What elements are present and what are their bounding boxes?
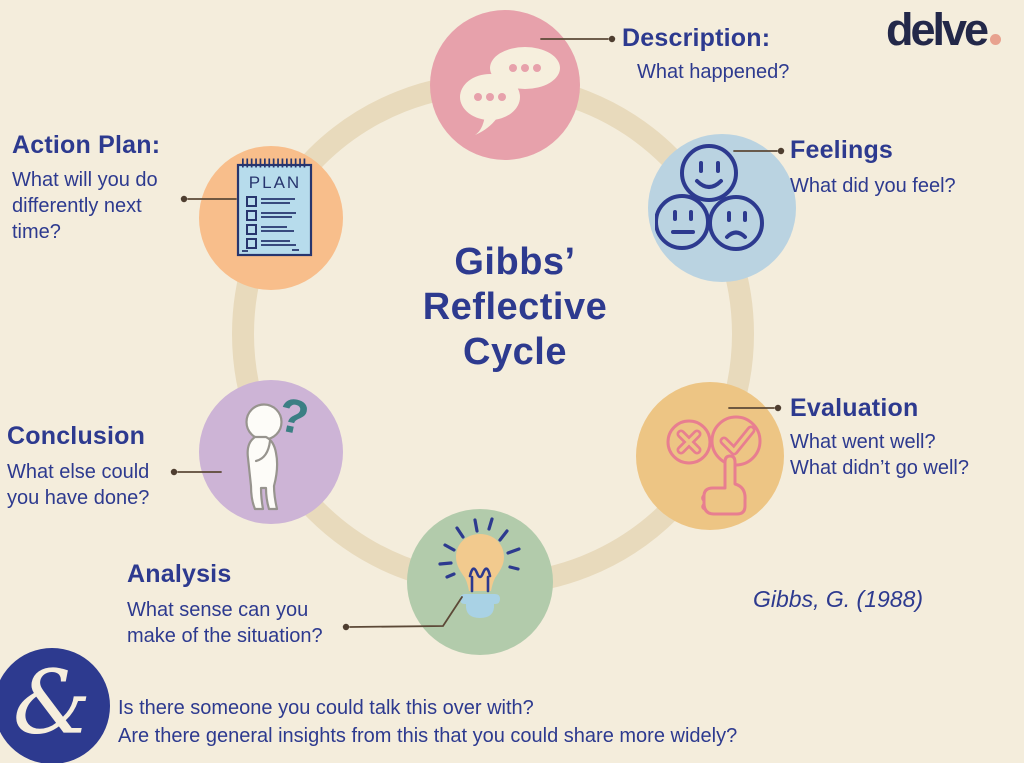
analysis-label: Analysis (127, 560, 232, 588)
plan-notepad-icon: PLAN (236, 158, 313, 257)
feelings-subline: What did you feel? (790, 175, 956, 197)
feelings-text-block: Feelings What did you feel? (790, 136, 956, 199)
thinking-person-icon: ? (245, 390, 313, 511)
action-plan-label: Action Plan: (12, 131, 161, 159)
ampersand-badge: & (0, 648, 110, 763)
evaluation-subline: What didn’t go well? (790, 457, 969, 479)
title-line-3: Cycle (463, 331, 567, 373)
action-plan-text-block: Action Plan: What will you do differentl… (12, 131, 160, 245)
delve-logo: delve (886, 4, 1002, 55)
conclusion-text-block: Conclusion What else could you have done… (7, 422, 149, 511)
analysis-subline: make of the situation? (127, 625, 323, 647)
description-subline: What happened? (637, 61, 790, 83)
page-title: Gibbs’ Reflective Cycle (355, 240, 675, 375)
footer-line-2: Are there general insights from this tha… (118, 725, 738, 747)
footer-questions: Is there someone you could talk this ove… (118, 694, 737, 750)
logo-wordmark: delve (886, 4, 989, 55)
description-text-block: Description: What happened? (622, 24, 789, 85)
action-plan-subline: What will you do (12, 169, 158, 191)
logo-dot (990, 34, 1002, 45)
speech-bubbles-icon (460, 47, 560, 135)
footer-line-1: Is there someone you could talk this ove… (118, 697, 534, 719)
analysis-subline: What sense can you (127, 599, 309, 621)
feelings-label: Feelings (790, 136, 894, 164)
evaluation-label: Evaluation (790, 394, 919, 422)
check-cross-hand-icon (666, 415, 762, 516)
title-line-2: Reflective (422, 286, 608, 328)
ampersand-icon: & (12, 651, 92, 754)
action-plan-subline: time? (12, 221, 61, 243)
analysis-text-block: Analysis What sense can you make of the … (127, 560, 323, 649)
conclusion-subline: you have done? (7, 487, 150, 509)
faces-icon (655, 144, 764, 251)
lightbulb-icon (438, 517, 521, 618)
title-line-1: Gibbs’ (454, 241, 576, 283)
citation: Gibbs, G. (1988) (753, 586, 924, 612)
evaluation-subline: What went well? (790, 431, 936, 453)
conclusion-label: Conclusion (7, 422, 146, 450)
description-label: Description: (622, 24, 771, 52)
evaluation-text-block: Evaluation What went well? What didn’t g… (790, 394, 969, 481)
conclusion-subline: What else could (7, 461, 150, 483)
plan-label: PLAN (249, 173, 301, 192)
action-plan-subline: differently next (12, 195, 142, 217)
